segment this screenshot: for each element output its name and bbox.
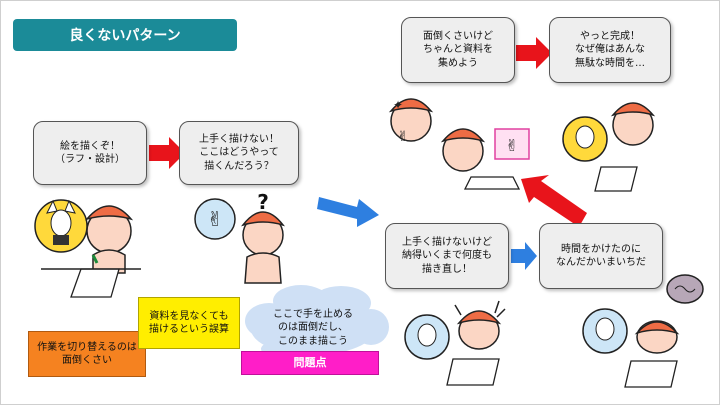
svg-text:✌: ✌ [207, 207, 224, 231]
character-celebrating-icon: ✌ ✦ ✌ [388, 98, 530, 190]
svg-text:✌: ✌ [505, 136, 518, 155]
svg-text:✌: ✌ [397, 129, 409, 145]
step-box-collect-reference: 面倒くさいけど ちゃんと資料を 集めよう [401, 17, 515, 83]
note-switch-work: 作業を切り替えるのは 面倒くさい [28, 331, 146, 377]
red-arrow-up-left-icon [521, 175, 587, 227]
step-box-finally-done: やっと完成！ なぜ俺はあんな 無駄な時間を… [549, 17, 671, 83]
blue-arrow-down-right-icon [317, 197, 379, 227]
red-arrow-right-top-icon [516, 37, 552, 69]
slide-title: 良くないパターン [13, 19, 237, 51]
red-arrow-right-icon [149, 137, 185, 169]
note-no-reference: 資料を見なくても 描けるという誤算 [138, 297, 240, 349]
svg-text:✦: ✦ [393, 98, 403, 112]
blue-arrow-right-icon [511, 242, 537, 270]
character-frustrated-icon [404, 300, 506, 386]
character-smiling-icon [562, 102, 656, 192]
step-box-redraw: 上手く描けないけど 納得いくまで何度も 描き直し！ [385, 223, 509, 289]
character-disappointed-icon [582, 274, 704, 388]
character-thinking-icon: ✌ ? [194, 190, 286, 284]
step-box-start-drawing: 絵を描くぞ！ （ラフ・設計） [33, 121, 147, 185]
character-drawing-icon [34, 199, 141, 298]
step-box-disappointing: 時間をかけたのに なんだかいまいちだ [539, 223, 663, 289]
svg-text:?: ? [257, 190, 269, 214]
thought-cloud [245, 285, 389, 361]
step-box-cannot-draw: 上手く描けない！ ここはどうやって 描くんだろう？ [179, 121, 299, 185]
problem-label: 問題点 [241, 351, 379, 375]
note-stop-hands: ここで手を止める のは面倒だし、 このまま描こう [273, 308, 353, 347]
